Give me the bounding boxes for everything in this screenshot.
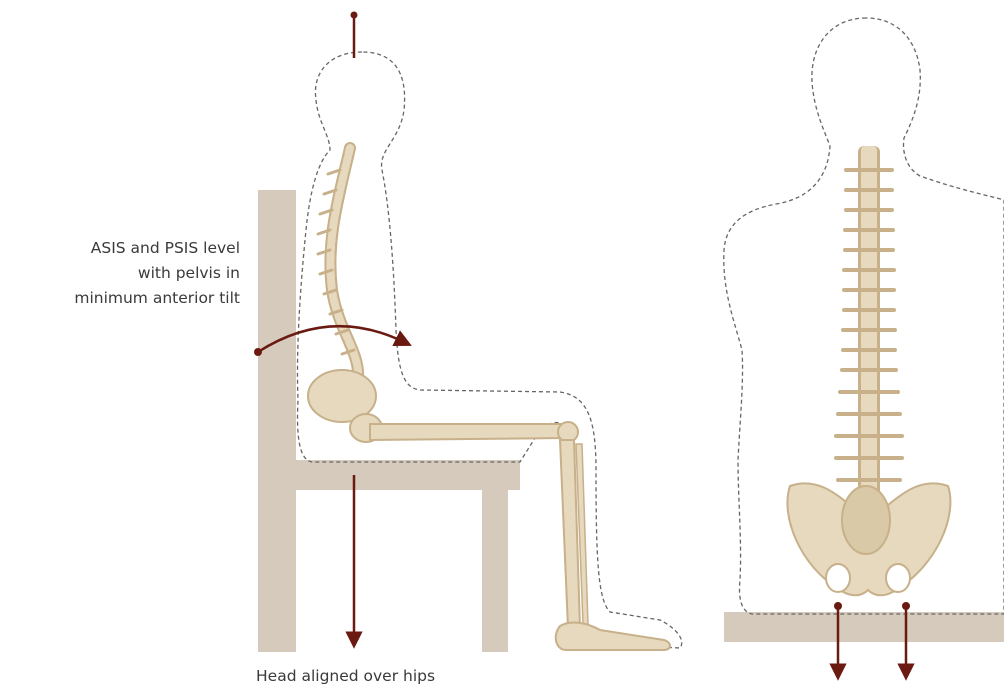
chair-seat <box>258 460 520 490</box>
seat-back-view <box>724 612 1004 642</box>
annotation-line-1: ASIS and PSIS level <box>74 236 240 261</box>
femur <box>370 424 566 440</box>
head-alignment-caption: Head aligned over hips <box>256 664 435 689</box>
foot-bones <box>556 623 670 650</box>
chair-front-leg <box>482 488 508 652</box>
annotation-line-2: with pelvis in <box>74 261 240 286</box>
back-view-figure <box>724 18 1004 672</box>
pelvis-level-annotation: ASIS and PSIS level with pelvis in minim… <box>74 236 240 311</box>
chair-backrest <box>258 190 296 652</box>
chair <box>258 190 520 652</box>
pelvis-back <box>787 483 950 595</box>
annotation-line-3: minimum anterior tilt <box>74 286 240 311</box>
spine-side <box>318 148 358 378</box>
head-dot <box>351 12 358 19</box>
side-view-figure <box>254 12 682 653</box>
spine-back <box>836 146 902 506</box>
